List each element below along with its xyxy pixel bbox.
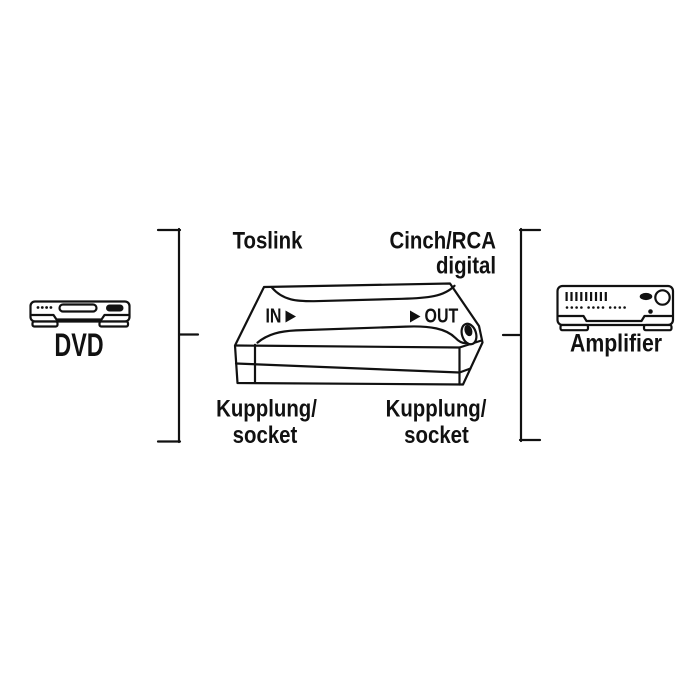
dvd-dot [40,306,44,309]
amplifier-foot-left [559,323,590,332]
amplifier-body [556,284,675,327]
vent-bar [585,292,588,301]
out-arrow-icon [410,310,421,323]
amp-dot [613,306,617,309]
amplifier-vent-bars [565,292,607,301]
dvd-indicator-dots [36,306,53,309]
socket-label-left-line2: socket [233,421,298,448]
amp-dot [623,306,626,309]
amplifier-icon [556,284,675,332]
toslink-label: Toslink [233,227,303,254]
amp-dot [608,306,612,309]
vent-bar [580,292,583,301]
out-label: OUT [425,305,459,327]
amplifier-front-step [557,314,673,323]
cinch-rca-label-line2: digital [436,252,496,279]
vent-bar [590,292,593,301]
amp-dot [618,306,622,309]
amplifier-knob [654,289,671,306]
amp-dot [580,306,583,309]
converter-output-port [460,322,478,346]
amplifier-display [639,292,653,301]
vent-bar [604,292,607,301]
amplifier-label: Amplifier [570,329,662,357]
vent-bar [575,292,578,301]
dvd-player-icon [29,300,131,328]
socket-label-right-line2: socket [404,421,469,448]
dvd-label: DVD [54,327,103,362]
amplifier-led [648,309,653,314]
dvd-foot-left [31,320,59,328]
output-port-core [464,324,473,337]
amplifier-foot-right [642,323,673,332]
amplifier-dots [565,306,626,309]
dvd-display [106,304,124,312]
vent-bar [594,292,598,301]
amp-dot [575,306,578,309]
dvd-dot [49,306,53,309]
cinch-rca-label-line1: Cinch/RCA [389,227,496,254]
left-bracket [156,227,200,444]
amp-dot [596,306,600,309]
amp-dot [592,306,595,309]
converter-box-icon: IN OUT [233,282,484,386]
socket-label-right-line1: Kupplung/ [386,395,487,422]
dvd-dot [36,306,40,309]
socket-label-left-line1: Kupplung/ [216,395,317,422]
in-label: IN [265,305,281,327]
dvd-foot-right [98,320,130,328]
amp-dot [587,306,590,309]
amp-dot [601,306,605,309]
dvd-front-step [30,313,130,321]
converter-top-ridge-upper [270,284,456,303]
dvd-dot [45,306,48,309]
dvd-disc-tray [58,303,98,313]
vent-bar [599,292,602,301]
converter-top-ridge-lower [256,325,468,345]
right-bracket [501,227,542,443]
vent-bar [570,292,573,301]
in-arrow-icon [285,310,296,323]
converter-outline [233,282,484,386]
amp-dot [565,306,569,309]
vent-bar [565,292,568,301]
amp-dot [570,306,574,309]
